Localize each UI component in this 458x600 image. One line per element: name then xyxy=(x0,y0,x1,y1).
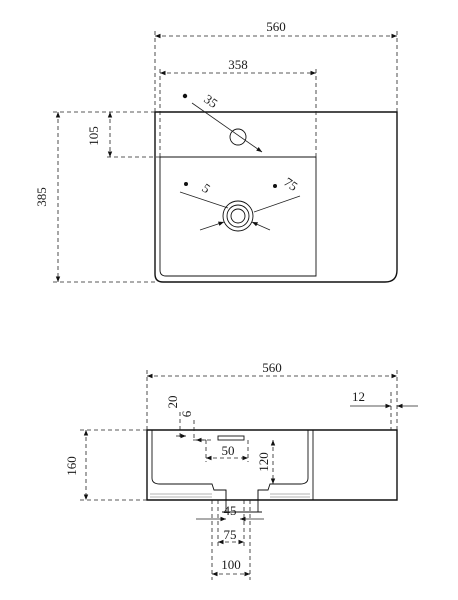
dim-overall-depth: 385 xyxy=(34,187,49,207)
dim-basin-width: 358 xyxy=(228,57,248,72)
dim-overall-width: 560 xyxy=(266,19,286,34)
section-basin-profile xyxy=(151,430,309,500)
overflow-dia-label: 5 xyxy=(199,180,213,196)
drain-inner xyxy=(226,204,250,228)
sec-dim-rim-gap: 6 xyxy=(179,410,194,417)
drain-dia-leader xyxy=(253,195,301,213)
sec-dim-overall-height: 160 xyxy=(64,456,79,476)
sec-dim-drain-outer: 100 xyxy=(221,557,241,572)
sec-dim-drain-mid: 75 xyxy=(224,527,237,542)
overflow-dia-symbol xyxy=(184,182,188,186)
sec-dim-wall-thickness: 12 xyxy=(352,389,365,404)
tap-hole-dia-symbol xyxy=(182,93,188,99)
sec-dim-drain-inner: 45 xyxy=(224,503,237,518)
section-drain xyxy=(222,490,262,513)
sec-dim-rim-top: 20 xyxy=(165,396,180,409)
section-hatch xyxy=(150,493,310,498)
overflow-leader xyxy=(179,191,229,209)
sec-dim-overall-width: 560 xyxy=(262,360,282,375)
drain-leader-right xyxy=(251,221,271,231)
top-view-outline xyxy=(154,111,398,283)
drain-dia-label: 75 xyxy=(281,174,300,194)
tap-hole xyxy=(229,128,247,146)
top-view: 35 5 75 560 358 105 385 xyxy=(34,19,398,283)
section-view: 560 12 20 6 50 120 160 45 xyxy=(64,360,418,580)
drain-core xyxy=(230,208,246,224)
sec-dim-basin-depth: 120 xyxy=(256,452,271,472)
drain-outer xyxy=(222,200,254,232)
dim-tap-offset: 105 xyxy=(86,126,101,146)
tap-hole-dia-label: 35 xyxy=(201,91,220,111)
section-outline xyxy=(146,429,398,501)
drain-leader-left xyxy=(199,221,225,231)
drain-dia-symbol xyxy=(273,184,277,188)
overflow-slot xyxy=(217,435,245,441)
sec-dim-overflow-slot: 50 xyxy=(222,443,235,458)
tap-hole-leader xyxy=(191,102,263,153)
top-view-basin xyxy=(159,156,317,277)
